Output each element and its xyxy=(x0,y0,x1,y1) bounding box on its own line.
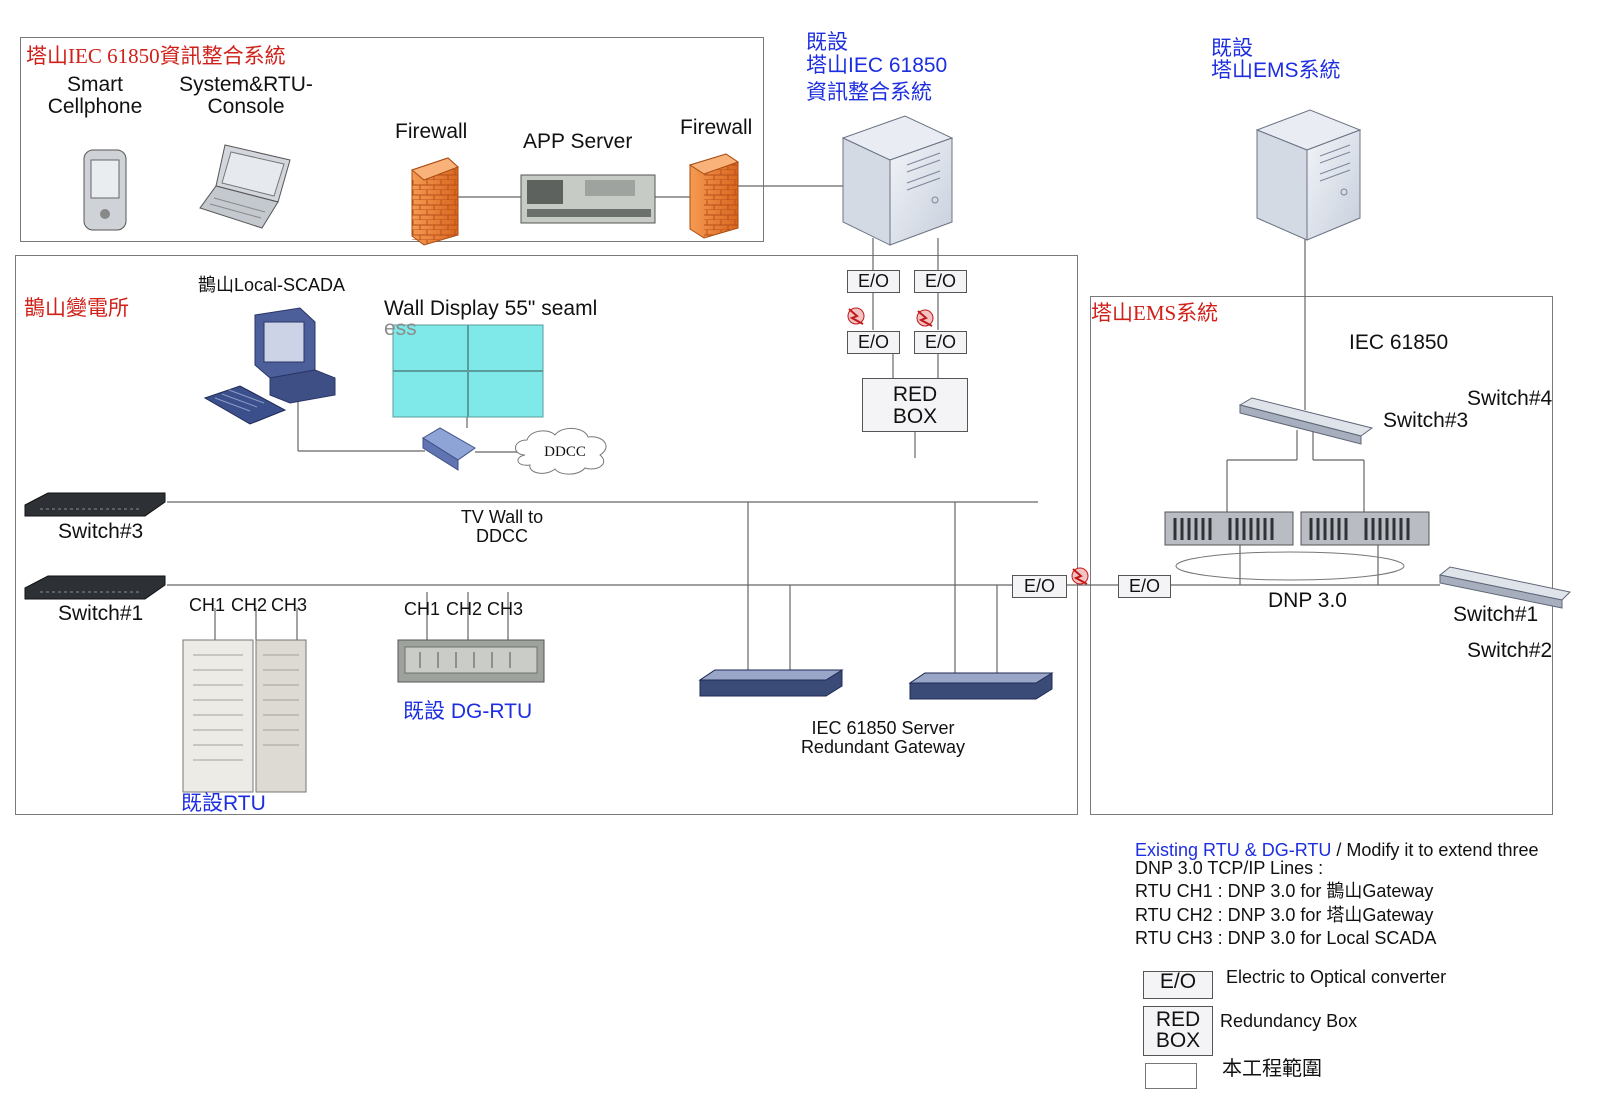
ems-region-title: 塔山EMS系統 xyxy=(1091,301,1219,325)
local-scada-pc-icon xyxy=(203,307,336,425)
tv-wall-label: TV Wall to DDCC xyxy=(460,507,544,546)
ems-switch1-icon xyxy=(1438,566,1572,609)
firewall-right-icon xyxy=(688,153,740,239)
switch3-left-icon xyxy=(24,492,166,517)
existing-iec-line3: 資訊整合系統 xyxy=(806,81,932,104)
fiber-link-icon-1 xyxy=(847,307,865,325)
substation-region-title: 鵲山變電所 xyxy=(24,296,129,320)
eo-box-substation: E/O xyxy=(1012,575,1067,598)
dg-rtu-rack-icon xyxy=(397,639,545,683)
laptop-icon xyxy=(199,144,291,229)
fiber-link-icon-3 xyxy=(1071,567,1089,585)
note-intro: Existing RTU & DG-RTU / Modify it to ext… xyxy=(1135,839,1538,861)
local-hub-icon xyxy=(422,427,476,471)
ems-switch2-label: Switch#2 xyxy=(1467,639,1553,662)
substation-region xyxy=(15,255,1078,815)
note-line5: RTU CH3 : DNP 3.0 for Local SCADA xyxy=(1135,928,1437,948)
dgrtu-ch2-label: CH2 xyxy=(446,599,483,619)
legend-scope-box xyxy=(1145,1063,1197,1089)
gateway-1-icon xyxy=(698,669,844,697)
rtu-ch1-label: CH1 xyxy=(189,595,226,615)
legend-scope-desc: 本工程範圍 xyxy=(1222,1058,1322,1080)
app-server-label: APP Server xyxy=(523,130,633,153)
console-label: System&RTU- Console xyxy=(179,73,313,118)
switch3-left-label: Switch#3 xyxy=(58,520,144,543)
legend-eo-box: E/O xyxy=(1143,971,1213,999)
firewall-right-label: Firewall xyxy=(680,116,753,139)
existing-rtu-cabinet-icon xyxy=(182,639,307,793)
ddcc-cloud-icon xyxy=(515,428,607,475)
gateway-2-icon xyxy=(908,672,1054,700)
existing-iec-line2: 塔山IEC 61850 xyxy=(806,54,948,77)
gateway-label: IEC 61850 Server Redundant Gateway xyxy=(800,718,966,757)
ems-switch3-icon xyxy=(1238,397,1374,445)
smart-cellphone-label: Smart Cellphone xyxy=(47,73,143,118)
legend-eo-desc: Electric to Optical converter xyxy=(1226,967,1447,987)
ems-rack-server-left-icon xyxy=(1164,511,1294,546)
ems-region xyxy=(1090,296,1553,815)
dgrtu-ch1-label: CH1 xyxy=(404,599,441,619)
existing-iec-line1: 既設 xyxy=(806,31,848,54)
ems-switch3-label: Switch#3 xyxy=(1383,409,1469,432)
ems-dnp-label: DNP 3.0 xyxy=(1268,589,1347,612)
rtu-ch2-label: CH2 xyxy=(231,595,268,615)
firewall-left-icon xyxy=(410,157,459,246)
existing-rtu-label: 既設RTU xyxy=(181,792,266,815)
top-system-region xyxy=(20,37,764,242)
legend-red-desc: Redundancy Box xyxy=(1220,1011,1358,1031)
eo-box-ems: E/O xyxy=(1118,575,1171,598)
iec-server-tower-icon xyxy=(841,115,954,246)
eo-box-mid-left: E/O xyxy=(847,331,900,354)
firewall-left-label: Firewall xyxy=(395,120,468,143)
note-intro-blue: Existing RTU & DG-RTU xyxy=(1135,840,1332,860)
ems-switch1-label: Switch#1 xyxy=(1453,603,1539,626)
ddcc-label: DDCC xyxy=(544,444,586,460)
note-line2: DNP 3.0 TCP/IP Lines : xyxy=(1135,858,1324,878)
top-region-title: 塔山IEC 61850資訊整合系統 xyxy=(26,44,286,68)
wall-display-label: Wall Display 55" seaml xyxy=(384,297,598,320)
dgrtu-ch3-label: CH3 xyxy=(487,599,524,619)
smartphone-icon xyxy=(83,149,127,231)
note-intro-rest: / Modify it to extend three xyxy=(1331,840,1539,860)
eo-box-top-right: E/O xyxy=(914,270,967,293)
note-line4: RTU CH2 : DNP 3.0 for 塔山Gateway xyxy=(1135,905,1434,925)
eo-box-top-left: E/O xyxy=(847,270,900,293)
existing-dgrtu-label: 既設 DG-RTU xyxy=(403,700,533,723)
local-scada-label: 鵲山Local-SCADA xyxy=(198,275,346,295)
rtu-ch3-label: CH3 xyxy=(271,595,308,615)
switch1-left-label: Switch#1 xyxy=(58,602,144,625)
ems-switch4-label: Switch#4 xyxy=(1467,387,1553,410)
eo-box-mid-right: E/O xyxy=(914,331,967,354)
red-box: RED BOX xyxy=(862,378,968,432)
existing-ems-line2: 塔山EMS系統 xyxy=(1211,59,1341,82)
ems-server-tower-icon xyxy=(1255,109,1362,241)
wall-display-label-cont: ess xyxy=(384,317,417,340)
legend-red-box: RED BOX xyxy=(1143,1006,1213,1056)
note-line3: RTU CH1 : DNP 3.0 for 鵲山Gateway xyxy=(1135,881,1434,901)
ems-iec61850-label: IEC 61850 xyxy=(1349,331,1449,354)
fiber-link-icon-2 xyxy=(916,309,934,327)
app-server-icon xyxy=(520,174,656,224)
existing-ems-line1: 既設 xyxy=(1211,37,1253,60)
ems-rack-server-right-icon xyxy=(1300,511,1430,546)
switch1-left-icon xyxy=(24,575,166,600)
wall-display-icon xyxy=(392,324,544,418)
